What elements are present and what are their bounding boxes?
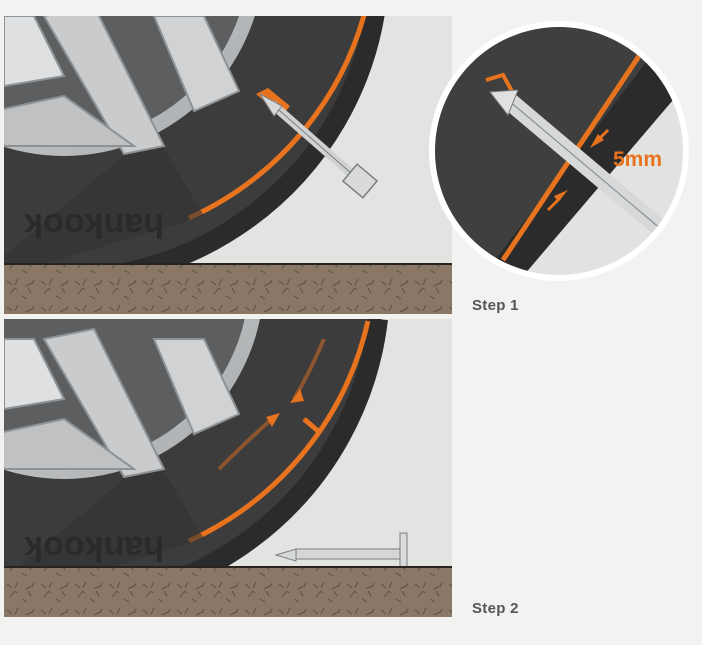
step2-label: Step 2 (472, 600, 519, 617)
zoom-nail (489, 89, 674, 242)
wheel-rim (4, 16, 255, 156)
nail-on-ground (274, 532, 408, 568)
ground (4, 264, 452, 314)
rotation-arrows (217, 338, 326, 471)
step1-illustration: hankook (4, 16, 452, 314)
wheel-rim (4, 319, 260, 479)
tire-brand-logo: hankook (24, 529, 164, 567)
step1-illustration-svg: hankook (4, 16, 452, 314)
ground (4, 567, 452, 617)
tread-outline (187, 320, 371, 544)
step2-illustration: hankook (4, 319, 452, 617)
step1-label: Step 1 (472, 297, 519, 314)
tire-brand-logo: hankook (24, 206, 164, 244)
measurement-label: 5mm (613, 148, 662, 171)
puncture-mark (302, 417, 320, 433)
measurement-arrows (546, 128, 610, 212)
step2-illustration-svg: hankook (4, 319, 452, 617)
nail (256, 88, 379, 199)
zoom-detail-circle: 5mm (429, 21, 689, 281)
